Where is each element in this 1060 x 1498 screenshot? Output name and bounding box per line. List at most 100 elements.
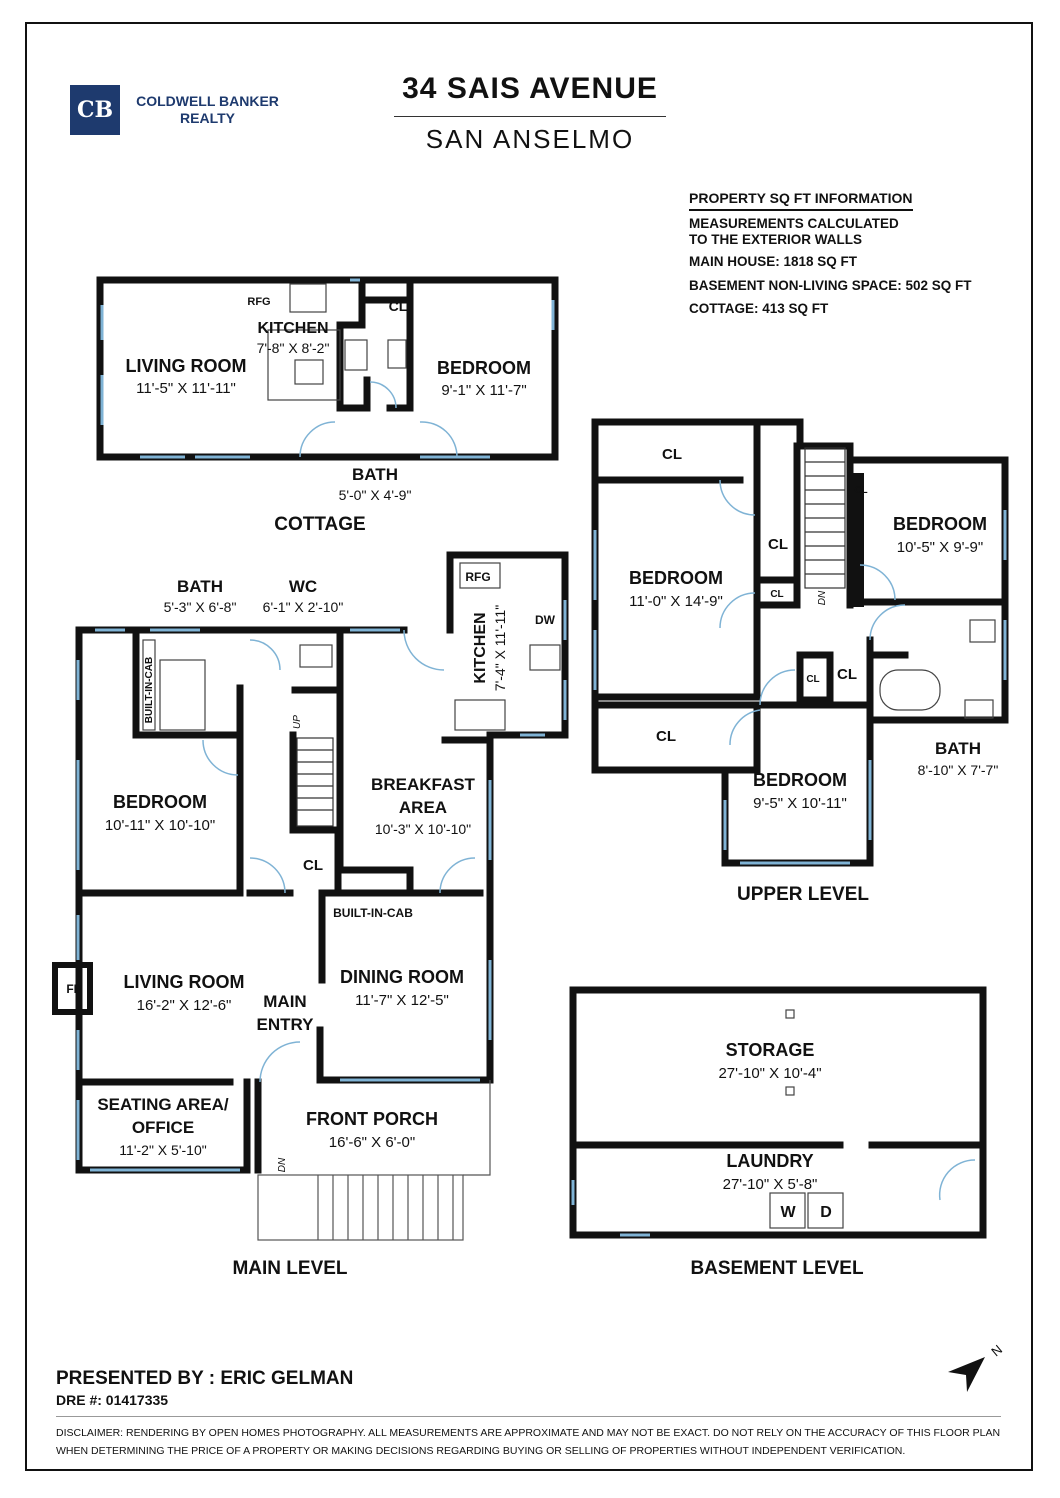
cottage-bath-dims: 5'-0" X 4'-9" (339, 487, 412, 503)
seating-dims: 11'-2" X 5'-10" (119, 1142, 206, 1158)
windows (76, 278, 1007, 1237)
storage-label: STORAGE (726, 1040, 815, 1060)
basement-level-label: BASEMENT LEVEL (690, 1258, 864, 1279)
main-kitchen-label: KITCHEN (472, 612, 489, 683)
upper-stairs (804, 447, 846, 589)
upper-closet-1-label: CL (662, 446, 682, 463)
seating-label-line1: SEATING AREA/ (97, 1095, 229, 1114)
main-interior-walls (76, 626, 494, 1174)
upper-closet-2-label: CL (768, 536, 788, 553)
upper-bedroom-1-label: BEDROOM (629, 568, 723, 588)
cottage-bedroom-label: BEDROOM (437, 358, 531, 378)
door-swings (202, 381, 976, 1201)
page-frame (25, 22, 1033, 1471)
dining-room-dims: 11'-7" X 12'-5" (355, 992, 449, 1009)
compass-north-label: N (988, 1342, 1005, 1360)
north-arrow-icon: N (948, 1342, 1005, 1392)
upper-closet-6-label: CL (806, 674, 819, 685)
sqft-heading: PROPERTY SQ FT INFORMATION (689, 190, 913, 211)
main-closet-label: CL (303, 857, 323, 874)
upper-closet-4-label: CL (770, 589, 783, 600)
upper-bath-label: BATH (935, 739, 981, 758)
main-living-label: LIVING ROOM (124, 972, 245, 992)
page-subtitle: SAN ANSELMO (425, 124, 635, 154)
sqft-basement: BASEMENT NON-LIVING SPACE: 502 SQ FT (689, 278, 972, 293)
sqft-cottage: COTTAGE: 413 SQ FT (689, 301, 829, 316)
sqft-main-house: MAIN HOUSE: 1818 SQ FT (689, 254, 858, 269)
front-porch-label: FRONT PORCH (306, 1109, 438, 1129)
dining-room-label: DINING ROOM (340, 967, 464, 987)
washer-label: W (780, 1204, 796, 1221)
main-entry-label-line2: ENTRY (257, 1015, 315, 1034)
dre-number: DRE #: 01417335 (56, 1392, 169, 1408)
page-title: 34 SAIS AVENUE (402, 72, 658, 105)
upper-level-label: UPPER LEVEL (737, 884, 869, 905)
main-bedroom-label: BEDROOM (113, 792, 207, 812)
upper-closet-5-label: CL (837, 666, 857, 683)
main-bath-dims: 5'-3" X 6'-8" (164, 599, 237, 615)
laundry-label: LAUNDRY (726, 1151, 813, 1171)
main-entry-label-line1: MAIN (263, 992, 306, 1011)
brand-logo: CB (70, 85, 120, 135)
upper-bedroom-2-label: BEDROOM (893, 514, 987, 534)
main-kitchen-dims: 7'-4" X 11'-11" (492, 605, 508, 691)
porch-stairs-dn-label: DN (277, 1157, 288, 1172)
cottage-closet-label: CL (389, 298, 408, 314)
main-dw-label: DW (535, 613, 556, 627)
upper-closet-7-label: CL (656, 728, 676, 745)
cottage-living-label: LIVING ROOM (126, 356, 247, 376)
seating-label-line2: OFFICE (132, 1118, 194, 1137)
cottage-rfg-label: RFG (247, 296, 270, 308)
cottage-walls (96, 276, 559, 461)
sqft-note-2: TO THE EXTERIOR WALLS (689, 232, 863, 247)
porch-steps (257, 1080, 491, 1241)
title-divider (394, 116, 666, 117)
upper-bath-dims: 8'-10" X 7'-7" (918, 762, 999, 778)
upper-bedroom-2-dims: 10'-5" X 9'-9" (897, 539, 983, 556)
brand-name: COLDWELL BANKER REALTY (130, 93, 285, 127)
breakfast-dims: 10'-3" X 10'-10" (375, 821, 471, 837)
cottage-kitchen-label: KITCHEN (257, 320, 328, 337)
main-stairs (296, 737, 334, 827)
upper-bedroom-3-label: BEDROOM (753, 770, 847, 790)
cottage-living-dims: 11'-5" X 11'-11" (136, 380, 236, 397)
disclaimer-line-1: DISCLAIMER: RENDERING BY OPEN HOMES PHOT… (56, 1427, 1001, 1439)
logo-mark: CB (76, 97, 114, 123)
upper-interior-walls (591, 421, 1009, 774)
fireplace (52, 962, 93, 1015)
front-porch-dims: 16'-6" X 6'-0" (329, 1134, 415, 1151)
main-bedroom-dims: 10'-11" X 10'-10" (105, 817, 215, 834)
main-wc-dims: 6'-1" X 2'-10" (263, 599, 344, 615)
main-stairs-up-label: UP (292, 715, 303, 729)
brand-line-1: COLDWELL BANKER (136, 93, 279, 109)
upper-stairs-dn-label: DN (817, 590, 828, 605)
laundry-dims: 27'-10" X 5'-8" (723, 1176, 818, 1193)
storage-dims: 27'-10" X 10'-4" (718, 1065, 821, 1082)
main-wc-label: WC (289, 577, 317, 596)
upper-closet-3-label: CL (854, 485, 867, 496)
cottage-level-label: COTTAGE (274, 514, 365, 535)
fireplace-label: FP (66, 982, 81, 996)
presenter-name: PRESENTED BY : ERIC GELMAN (56, 1368, 354, 1389)
brand-line-2: REALTY (180, 110, 235, 126)
main-builtin-cab-label: BUILT-IN-CAB (144, 657, 155, 723)
cottage-kitchen-dims: 7'-8" X 8'-2" (257, 340, 330, 356)
disclaimer-divider (56, 1416, 1001, 1417)
main-level-label: MAIN LEVEL (232, 1258, 347, 1279)
cottage-bedroom-dims: 9'-1" X 11'-7" (441, 382, 526, 399)
dryer-label: D (820, 1204, 832, 1221)
breakfast-label-line2: AREA (399, 798, 447, 817)
basement-walls (569, 986, 987, 1239)
breakfast-label-line1: BREAKFAST (371, 775, 476, 794)
main-bath-label: BATH (177, 577, 223, 596)
upper-bedroom-1-dims: 11'-0" X 14'-9" (629, 593, 723, 610)
main-builtin-cab2-label: BUILT-IN-CAB (333, 906, 413, 920)
disclaimer-line-2: WHEN DETERMINING THE PRICE OF A PROPERTY… (56, 1445, 906, 1457)
cottage-bath-label: BATH (352, 465, 398, 484)
disclaimer: DISCLAIMER: RENDERING BY OPEN HOMES PHOT… (56, 1424, 1001, 1460)
sqft-note-1: MEASUREMENTS CALCULATED (689, 216, 899, 231)
fixtures (142, 283, 996, 1229)
upper-bedroom-3-dims: 9'-5" X 10'-11" (753, 795, 847, 812)
main-rfg-label: RFG (465, 570, 490, 584)
